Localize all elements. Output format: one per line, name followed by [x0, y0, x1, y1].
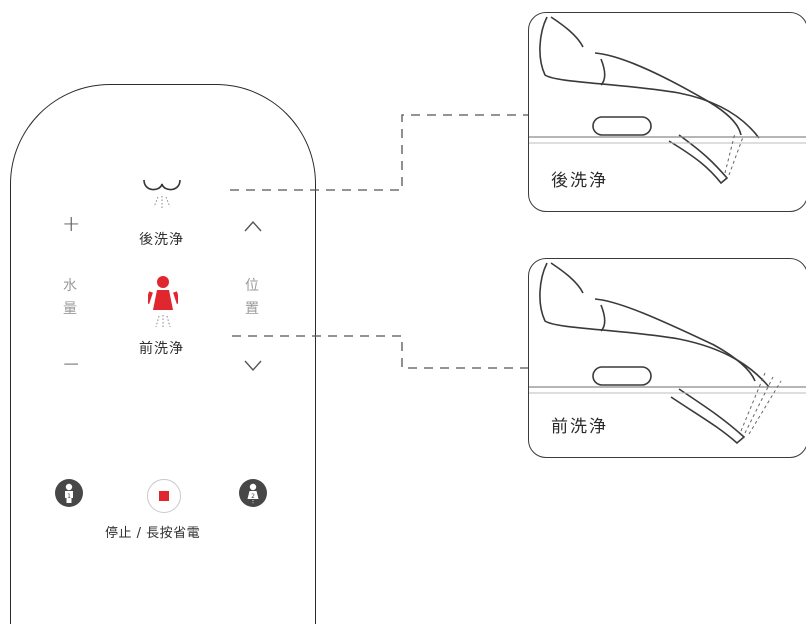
water-minus-button[interactable]: −: [62, 352, 81, 377]
connector-lines: [230, 114, 530, 369]
stop-label: 停止 / 長按省電: [105, 526, 201, 541]
front-wash-illustration: 前洗浄: [528, 258, 806, 458]
user-2-button[interactable]: 2: [239, 479, 267, 507]
front-wash-caption: 前洗浄: [551, 417, 608, 437]
position-label-top: 位: [245, 278, 259, 294]
rear-wash-icon[interactable]: [140, 178, 184, 212]
svg-text:2: 2: [251, 493, 255, 500]
remote-control-body: [10, 84, 316, 624]
position-label-bottom: 置: [245, 301, 259, 317]
front-wash-label: 前洗浄: [139, 341, 184, 357]
stop-icon: [159, 491, 169, 501]
rear-wash-illustration: 後洗浄: [528, 12, 806, 212]
position-down-icon[interactable]: [244, 360, 262, 372]
front-wash-icon[interactable]: [148, 274, 178, 332]
stop-button[interactable]: [147, 479, 181, 513]
water-label-top: 水: [63, 278, 77, 294]
rear-wash-caption: 後洗浄: [551, 171, 608, 191]
user-1-icon: 1: [65, 483, 73, 503]
water-label-bottom: 量: [63, 301, 77, 317]
position-up-icon[interactable]: [244, 220, 262, 232]
user-2-icon: 2: [247, 483, 259, 504]
toilet-nozzle-drawing: [529, 16, 806, 185]
rear-wash-label: 後洗浄: [139, 232, 184, 248]
svg-text:1: 1: [67, 493, 71, 500]
toilet-nozzle-drawing-front: [529, 262, 806, 445]
user-1-button[interactable]: 1: [55, 479, 83, 507]
water-plus-button[interactable]: +: [62, 212, 81, 237]
